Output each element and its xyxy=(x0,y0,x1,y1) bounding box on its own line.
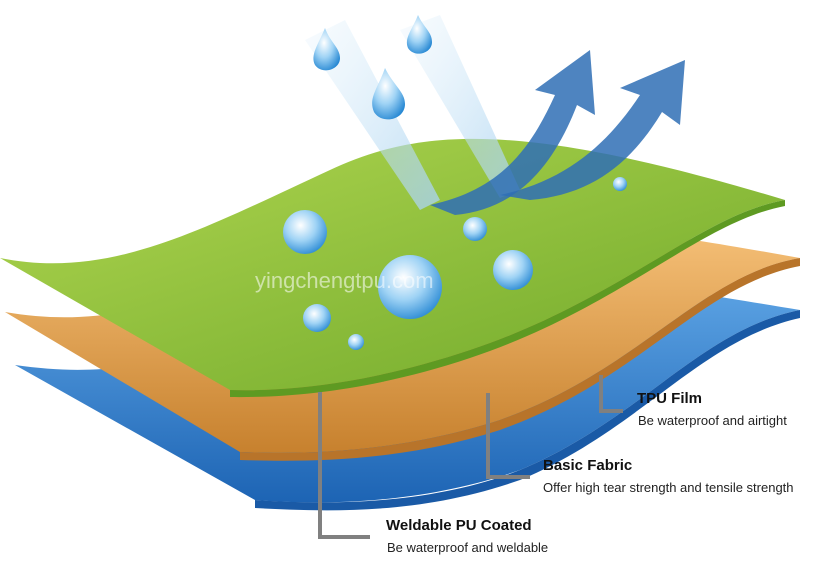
outgoing-arrow-icon xyxy=(500,60,685,200)
leader-line-weldable-pu xyxy=(318,392,370,539)
basic-fabric-description: Offer high tear strength and tensile str… xyxy=(543,480,794,495)
watermark: yingchengtpu.com xyxy=(255,268,434,293)
tpu-film-title: TPU Film xyxy=(637,390,703,407)
basic-fabric-title: Basic Fabric xyxy=(543,457,633,474)
outgoing-arrow-icon xyxy=(430,50,595,215)
weldable-pu-description: Be waterproof and weldable xyxy=(387,540,549,555)
weldable-pu-title: Weldable PU Coated xyxy=(386,517,532,534)
incoming-arrow-icon xyxy=(400,15,520,198)
leader-line-basic-fabric xyxy=(486,393,530,479)
water-drop-icon xyxy=(283,15,627,350)
leader-line-tpu-film xyxy=(599,375,623,413)
tpu-film-description: Be waterproof and airtight xyxy=(638,413,787,428)
incoming-arrow-icon xyxy=(305,20,440,210)
